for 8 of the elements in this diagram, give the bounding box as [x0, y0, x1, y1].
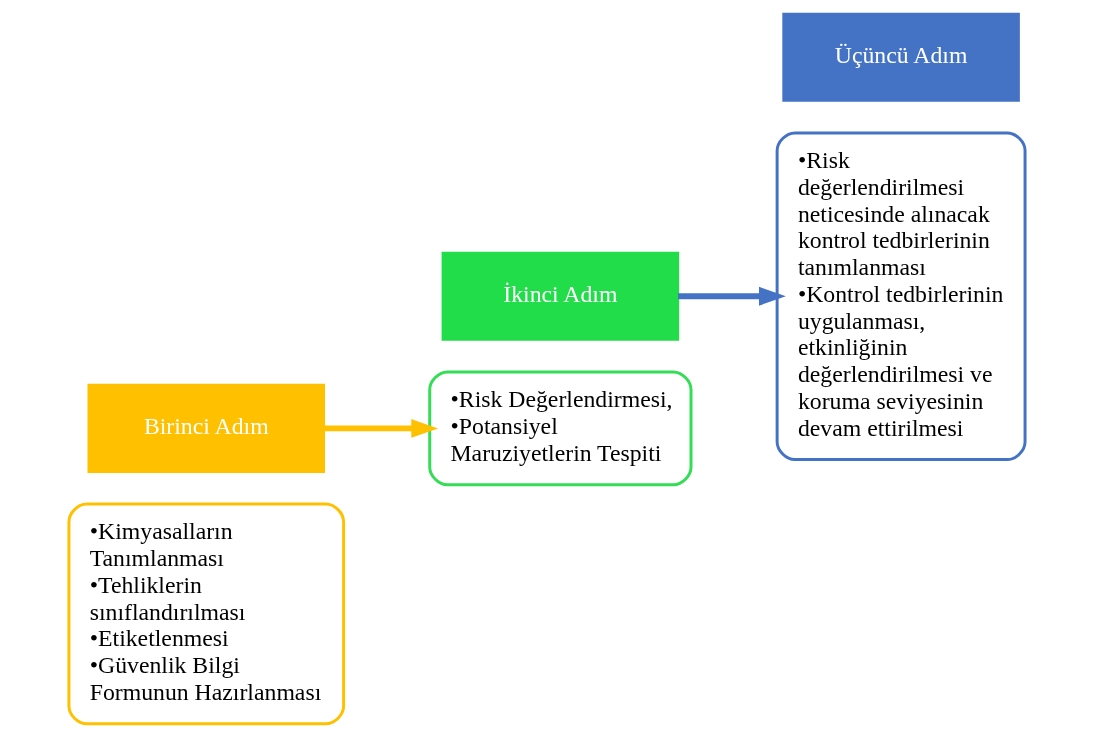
arrow [323, 419, 438, 438]
node-box: •Risk Değerlendirmesi, •Potansiyel Maruziyetlerin Tespiti [427, 370, 692, 487]
node-box: İkinci Adım [441, 251, 679, 341]
node-box: •Risk değerlendirilmesi neticesinde alınacak kontrol tedbirlerinin tanımlanması •Kontrol tedbirlerinin uygulanması, etkinliğinin değerlendirilmesi ve koruma seviyesinin devam ettirilmesi [775, 131, 1027, 462]
node-box: Birinci Adım [87, 383, 325, 473]
node-box: Üçüncü Adım [781, 12, 1020, 102]
node-box: •Kimyasalların Tanımlanması •Tehliklerin sınıflandırılması •Etiketlenmesi •Güvenlik Bilgi Formunun Hazırlanması [66, 502, 345, 726]
arrow [677, 286, 786, 306]
